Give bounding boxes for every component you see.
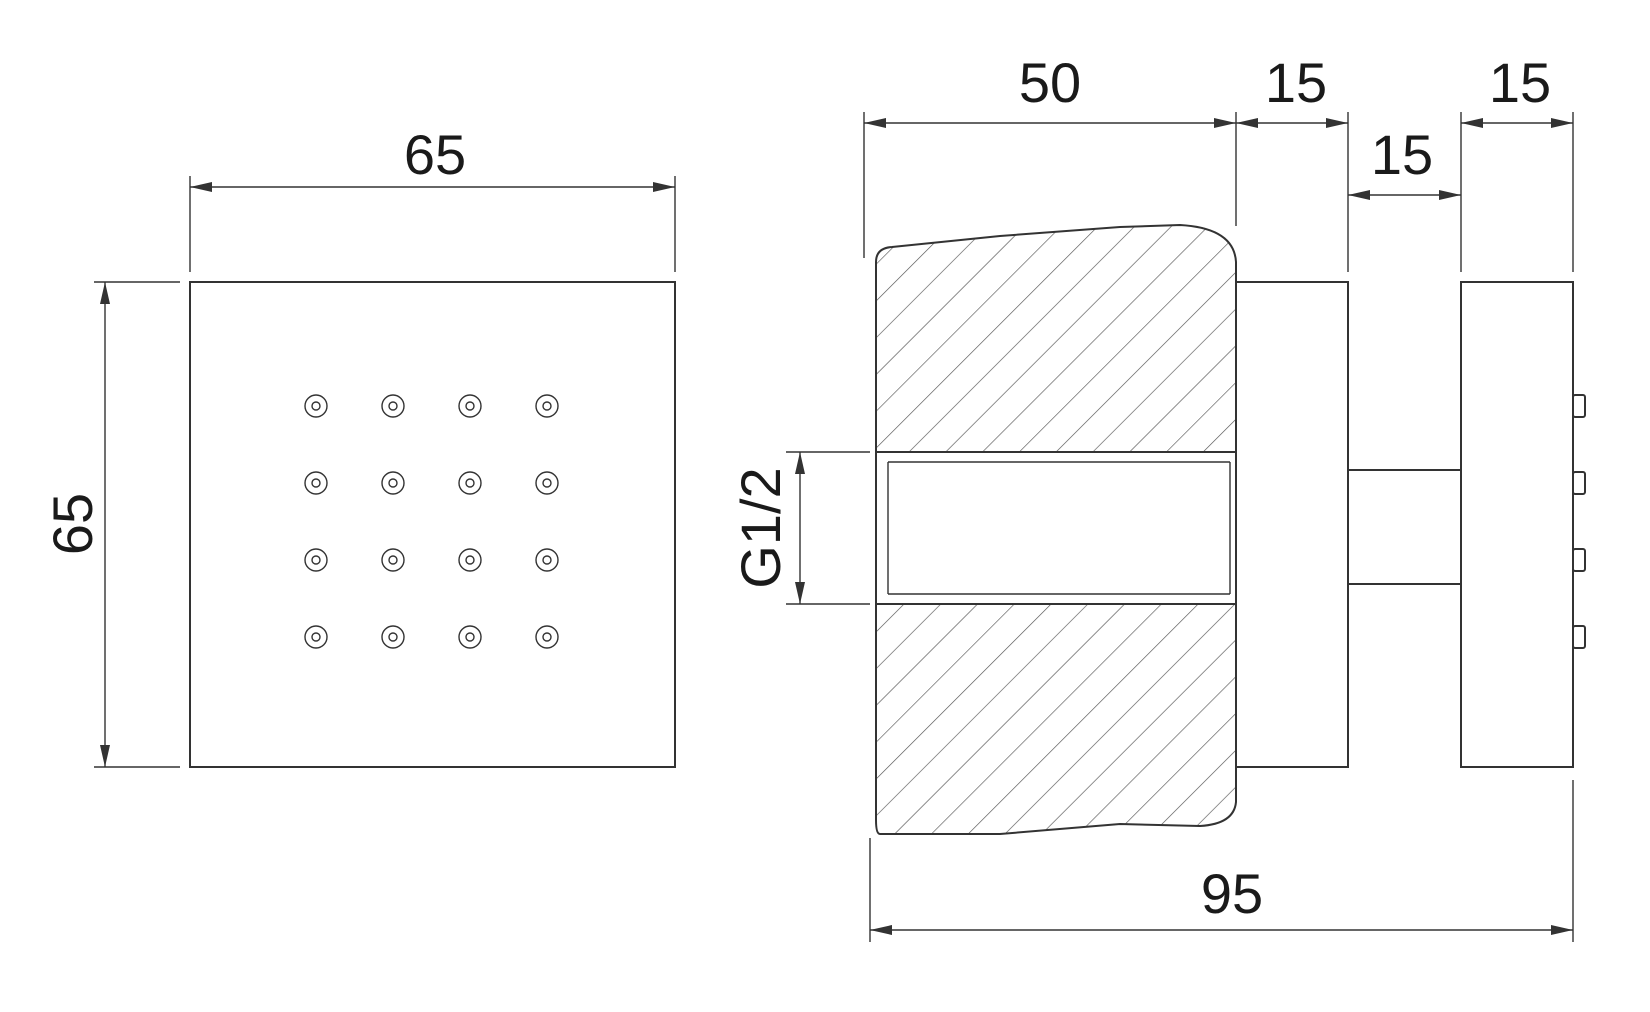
arrow-right-icon — [1214, 118, 1236, 128]
arrow-left-icon — [864, 118, 886, 128]
nozzle-icon — [458, 394, 482, 418]
collar-depth-label: 15 — [1265, 51, 1327, 114]
side-nozzle-icon — [1572, 625, 1586, 649]
body-outline — [875, 223, 1237, 835]
nozzle-icon — [304, 471, 328, 495]
front-view: 65 65 — [41, 123, 676, 768]
side-view: G1/2 50 15 15 15 — [729, 51, 1586, 942]
side-nozzle-icon — [1572, 548, 1586, 572]
nozzle-icon — [381, 471, 405, 495]
nozzle-icon — [304, 394, 328, 418]
nozzle-icon — [381, 548, 405, 572]
front-width-label: 65 — [404, 123, 466, 186]
nozzle-icon — [304, 625, 328, 649]
front-height-label: 65 — [41, 493, 104, 555]
body-section — [870, 223, 1237, 835]
arrow-down-icon — [100, 745, 110, 767]
top-dimensions: 50 15 15 15 — [863, 51, 1574, 272]
arrow-down-icon — [795, 582, 805, 604]
plate-side-outline — [1460, 281, 1574, 768]
nozzle-icon — [381, 625, 405, 649]
nozzle-icon — [304, 548, 328, 572]
stem-length-label: 15 — [1371, 123, 1433, 186]
arrow-left-icon — [1236, 118, 1258, 128]
nozzle-icon — [458, 625, 482, 649]
front-height-dimension: 65 — [41, 281, 180, 768]
arrow-left-icon — [870, 925, 892, 935]
side-nozzles — [1572, 394, 1586, 649]
nozzle-icon — [535, 625, 559, 649]
arrow-left-icon — [1348, 190, 1370, 200]
nozzle-icon — [535, 394, 559, 418]
overall-depth-label: 95 — [1201, 862, 1263, 925]
nozzle-icon — [535, 471, 559, 495]
arrow-right-icon — [653, 182, 675, 192]
arrow-right-icon — [1439, 190, 1461, 200]
thread-dimension: G1/2 — [729, 451, 870, 605]
collar-outline — [1235, 281, 1349, 768]
arrow-right-icon — [1551, 925, 1573, 935]
front-plate-outline — [189, 281, 676, 768]
nozzle-icon — [381, 394, 405, 418]
body-depth-label: 50 — [1019, 51, 1081, 114]
arrow-right-icon — [1551, 118, 1573, 128]
arrow-left-icon — [190, 182, 212, 192]
side-nozzle-icon — [1572, 471, 1586, 495]
plate-depth-label: 15 — [1489, 51, 1551, 114]
overall-dimension: 95 — [869, 780, 1574, 942]
nozzle-icon — [458, 471, 482, 495]
bore-clear — [870, 452, 1236, 604]
side-nozzle-icon — [1572, 394, 1586, 418]
stem-outline — [1347, 469, 1462, 585]
nozzle-grid — [304, 394, 559, 649]
arrow-left-icon — [1461, 118, 1483, 128]
nozzle-icon — [535, 548, 559, 572]
thread-label: G1/2 — [729, 467, 792, 588]
nozzle-icon — [458, 548, 482, 572]
front-width-dimension: 65 — [189, 123, 676, 272]
arrow-up-icon — [100, 282, 110, 304]
arrow-up-icon — [795, 452, 805, 474]
arrow-right-icon — [1326, 118, 1348, 128]
